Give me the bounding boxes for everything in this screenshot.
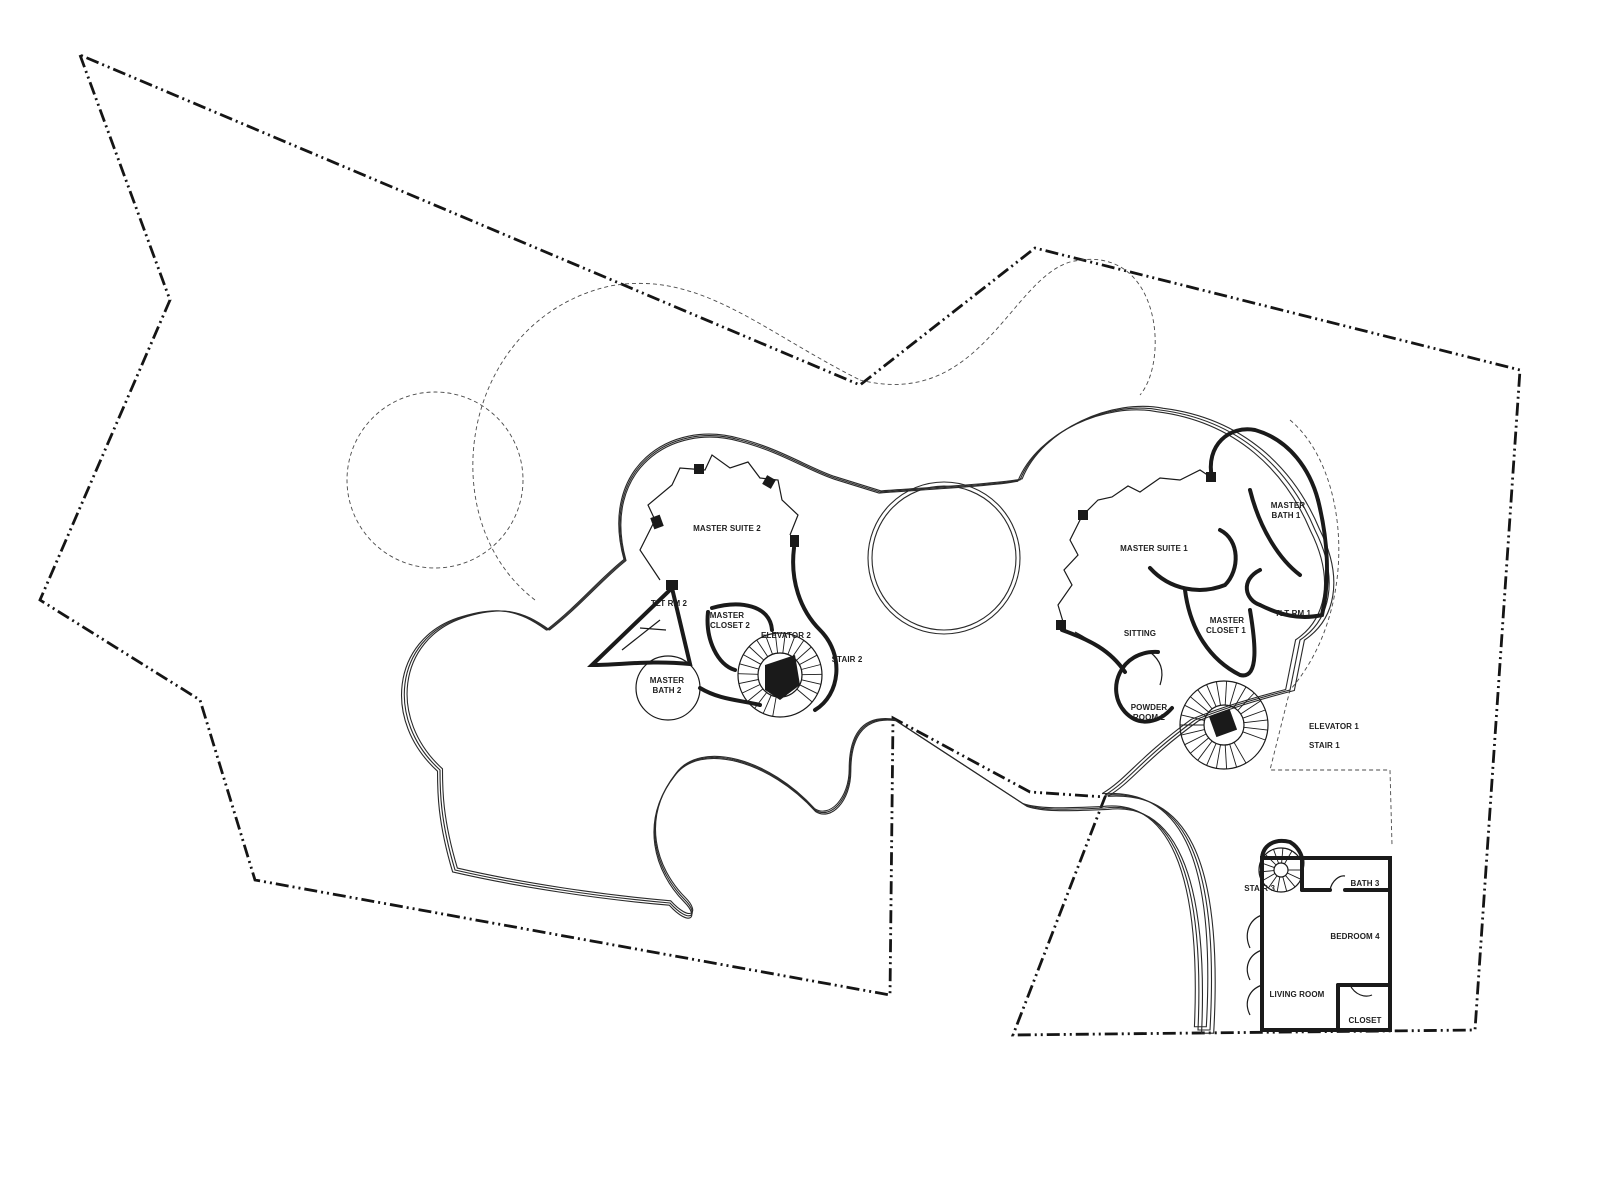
stair-tread	[762, 695, 772, 714]
stair-tread	[1243, 719, 1268, 724]
stair-tread	[1268, 875, 1278, 889]
label-master-bath-1-line1: MASTER	[1271, 501, 1306, 510]
label-powder-room-2-line1: POWDER	[1131, 703, 1168, 712]
stair-tread	[1242, 709, 1266, 719]
label-stair-3: STAIR 3	[1244, 884, 1275, 893]
stair-tread	[1233, 742, 1247, 764]
label-sitting: SITTING	[1124, 629, 1156, 638]
stair-tread	[1181, 714, 1205, 721]
stair-tread	[737, 673, 759, 675]
stair-tread	[756, 639, 769, 657]
label-living-room: LIVING ROOM	[1270, 990, 1325, 999]
stair-tread	[739, 663, 759, 670]
stair-2-spiral	[737, 632, 823, 718]
stair-tread	[1215, 681, 1221, 706]
stair-tread	[1229, 682, 1238, 706]
stair-tread	[1190, 737, 1209, 754]
label-bath-3: BATH 3	[1351, 879, 1380, 888]
master-suite-1-building	[1056, 427, 1329, 770]
stair-tread	[1206, 743, 1217, 766]
stair-tread	[1181, 729, 1205, 736]
stair-tread	[799, 684, 818, 695]
stair-tread	[1281, 848, 1284, 864]
label-master-closet-1-line1: MASTER	[1210, 616, 1245, 625]
label-master-suite-1: MASTER SUITE 1	[1120, 544, 1188, 553]
stair-tread	[1260, 862, 1275, 869]
stair-tread	[772, 696, 777, 717]
stair-tread	[1197, 689, 1213, 710]
pool-perimeter	[400, 405, 1335, 1034]
master-suite-2-building	[587, 454, 839, 721]
stair-tread	[1224, 744, 1228, 769]
label-master-bath-2-line1: MASTER	[650, 676, 684, 685]
stair-tread	[1184, 733, 1207, 746]
label-tlt-rm-1: TLT RM 1	[1275, 609, 1312, 618]
stair-tread	[792, 640, 805, 658]
stair-tread	[743, 654, 762, 665]
label-master-bath-2-line2: BATH 2	[653, 686, 682, 695]
stair-tread	[1259, 870, 1275, 873]
label-powder-room-2-line2: ROOM 2	[1133, 713, 1166, 722]
stair-tread	[1287, 872, 1302, 880]
stair-tread	[1237, 692, 1255, 711]
stair-tread	[1240, 700, 1262, 715]
stair-tread	[774, 633, 779, 654]
stair-tread	[1184, 704, 1207, 717]
room-labels: MASTER SUITE 2 TLT RM 2 MASTER CLOSET 2 …	[650, 501, 1382, 1025]
stair-tread	[1284, 850, 1293, 865]
stair-tread	[1190, 696, 1209, 713]
stair-tread	[1215, 744, 1221, 769]
label-elevator-1: ELEVATOR 1	[1309, 722, 1359, 731]
stair-tread	[765, 635, 773, 655]
label-master-bath-1-line2: BATH 1	[1272, 511, 1301, 520]
label-stair-1: STAIR 1	[1309, 741, 1340, 750]
property-boundary	[38, 52, 1522, 1037]
label-stair-2: STAIR 2	[832, 655, 863, 664]
stair-tread	[741, 684, 761, 694]
stair-tread	[1273, 849, 1280, 864]
label-tlt-rm-2: TLT RM 2	[651, 599, 688, 608]
stair-1-spiral	[1179, 680, 1269, 770]
label-master-closet-2-line1: MASTER	[710, 611, 744, 620]
label-closet: CLOSET	[1348, 1016, 1381, 1025]
stair-tread	[1229, 744, 1238, 768]
stair-tread	[1261, 873, 1276, 882]
label-master-closet-2-line2: CLOSET 2	[710, 621, 750, 630]
stair-tread	[1224, 681, 1228, 706]
stair-tread	[1282, 876, 1288, 892]
label-elevator-2: ELEVATOR 2	[761, 631, 811, 640]
stair-tread	[796, 688, 813, 703]
stair-tread	[782, 633, 786, 654]
label-master-suite-2: MASTER SUITE 2	[693, 524, 761, 533]
label-bedroom-4: BEDROOM 4	[1330, 932, 1380, 941]
stair-tread	[1243, 726, 1268, 731]
stair-tread	[1285, 875, 1296, 888]
label-master-closet-1-line2: CLOSET 1	[1206, 626, 1246, 635]
stair-tread	[1197, 740, 1213, 761]
stair-tread	[747, 688, 764, 702]
stair-tread	[801, 664, 821, 670]
stair-tread	[738, 679, 759, 685]
stair-tread	[796, 646, 812, 661]
stair-tread	[801, 679, 822, 685]
stair-tread	[799, 654, 818, 665]
stair-tread	[787, 635, 796, 655]
stair-tread	[748, 646, 765, 661]
stair-tread	[1242, 731, 1266, 741]
stair-tread	[1265, 854, 1277, 866]
stair-tread	[1276, 876, 1281, 892]
stair-tread	[1206, 684, 1217, 707]
guest-house	[1246, 839, 1392, 1032]
stair-tread	[1233, 686, 1247, 708]
